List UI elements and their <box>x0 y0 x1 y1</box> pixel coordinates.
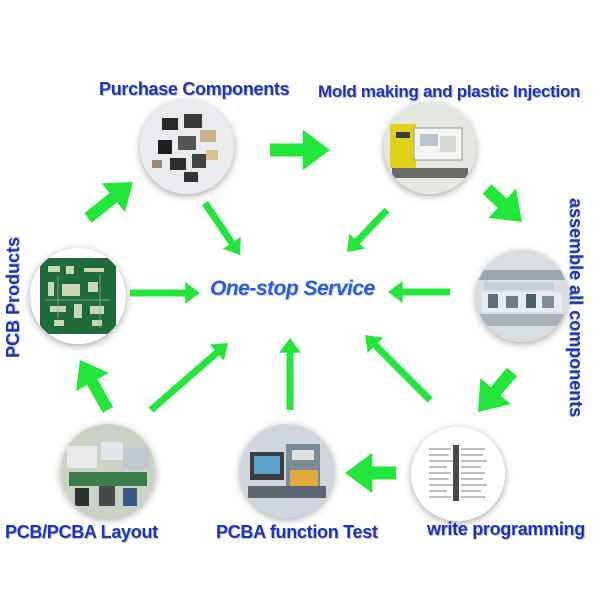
arrow-purchase-to-center <box>202 201 241 255</box>
step-label-pcb-products: PCB Products <box>3 236 23 358</box>
step-label-pcba-function-test: PCBA function Test <box>216 522 378 542</box>
arrow-mold-to-center <box>347 207 390 252</box>
arrow-pcb-products-to-purchase <box>84 182 133 223</box>
step-node-pcb-products <box>30 248 126 344</box>
arrow-purchase-to-mold <box>270 129 330 171</box>
assembly-line-photo-icon <box>476 250 568 342</box>
arrow-assemble-to-center <box>388 281 450 303</box>
arrow-programming-to-center <box>365 335 433 403</box>
arrow-assemble-to-programming <box>478 367 517 412</box>
step-label-assemble-components: assemble all components <box>566 198 586 418</box>
arrow-programming-to-test <box>345 452 396 494</box>
step-label-pcb-pcba-layout: PCB/PCBA Layout <box>5 522 158 542</box>
layout-workshop-photo-icon <box>61 424 155 518</box>
components-photo-icon <box>140 100 234 194</box>
arrow-test-to-center <box>279 338 301 410</box>
programming-sheet-photo-icon <box>411 427 505 521</box>
step-node-mold-making <box>384 102 476 194</box>
step-node-write-programming <box>411 427 505 521</box>
center-title: One-stop Service <box>210 277 375 300</box>
step-label-mold-making: Mold making and plastic Injection <box>318 82 581 101</box>
injection-machine-photo-icon <box>384 102 476 194</box>
step-label-write-programming: write programming <box>427 519 585 539</box>
arrow-layout-to-center <box>148 343 228 413</box>
arrow-layout-to-pcb-products <box>76 360 114 413</box>
arrow-mold-to-assemble <box>482 184 522 222</box>
arrow-pcb-products-to-center <box>130 282 200 304</box>
step-label-purchase-components: Purchase Components <box>99 79 290 99</box>
step-node-purchase-components <box>140 100 234 194</box>
step-node-assemble-components <box>476 250 568 342</box>
step-node-pcb-pcba-layout <box>61 424 155 518</box>
pcb-board-photo-icon <box>30 248 126 344</box>
step-node-pcba-function-test <box>240 424 334 518</box>
test-fixture-photo-icon <box>240 424 334 518</box>
